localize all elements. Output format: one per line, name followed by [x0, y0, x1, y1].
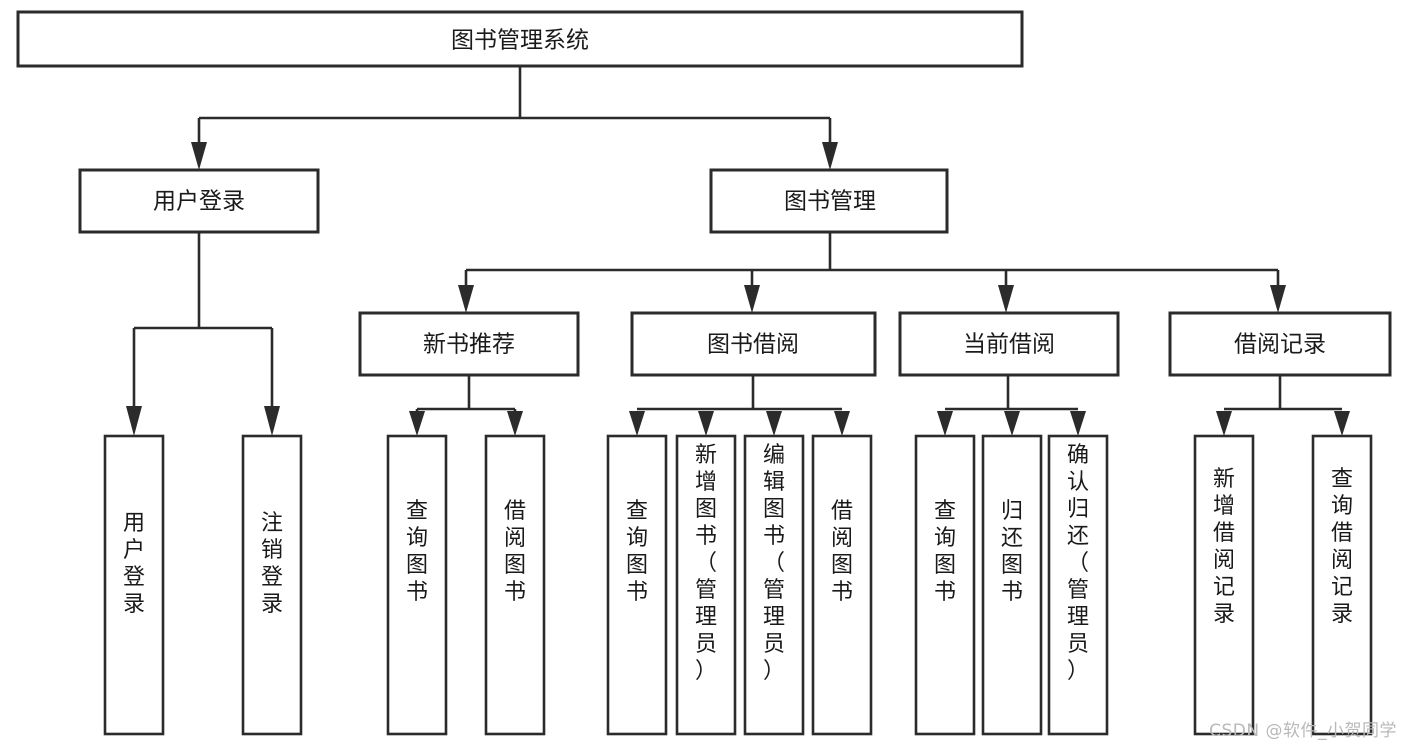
leaf-jyjl-query-record-label: 查询借阅记录 [1331, 467, 1353, 627]
leaf-tsjy-borrow-book-box[interactable] [811, 434, 873, 736]
leaf-tsjy-add-book-box[interactable] [675, 434, 737, 736]
leaf-jyjl-query-record[interactable]: 查询借阅记录 [1311, 434, 1373, 736]
arrow-tsjy-leaf-1 [629, 411, 645, 436]
leaf-nbr-query-book[interactable]: 查询图书 [386, 434, 448, 736]
arrow-to-borrow-record [1270, 285, 1286, 313]
leaf-nbr-borrow-book-box[interactable] [484, 434, 546, 736]
leaf-tsjy-query-book[interactable]: 查询图书 [606, 434, 668, 736]
leaf-tsjy-add-book[interactable]: 新增图书（管理员） [675, 434, 737, 736]
arrow-dqjy-leaf-2 [1004, 411, 1020, 436]
current-borrow-box[interactable] [898, 311, 1120, 377]
leaf-dqjy-query-book-label: 查询图书 [934, 499, 956, 605]
arrow-to-current-borrow [998, 285, 1014, 313]
leaf-dqjy-return-book-label: 归还图书 [1001, 499, 1023, 605]
leaf-dqjy-query-book-box[interactable] [914, 434, 976, 736]
leaf-nbr-query-book-label: 查询图书 [406, 499, 428, 605]
leaf-user-login[interactable]: 用户登录 [103, 434, 165, 736]
leaf-nbr-query-book-box[interactable] [386, 434, 448, 736]
leaf-tsjy-edit-book[interactable]: 编辑图书（管理员） [743, 434, 805, 736]
book-borrow-box[interactable] [630, 311, 877, 377]
root-box[interactable] [16, 10, 1024, 68]
arrow-tsjy-leaf-2 [698, 411, 714, 436]
user-login-label: 用户登录 [153, 189, 245, 215]
arrow-tsjy-leaf-4 [834, 411, 850, 436]
leaf-nbr-borrow-book-label: 借阅图书 [504, 499, 526, 605]
book-management-label: 图书管理 [784, 189, 876, 215]
arrow-jyjl-leaf-1 [1216, 411, 1232, 436]
leaf-tsjy-edit-book-label: 编辑图书（管理员） [763, 443, 785, 684]
node-new-book-recommend[interactable]: 新书推荐 [358, 311, 580, 377]
leaf-tsjy-borrow-book-label: 借阅图书 [831, 499, 853, 605]
leaf-dqjy-confirm-return[interactable]: 确认归还（管理员） [1047, 434, 1109, 736]
leaf-logout-label: 注销登录 [261, 511, 283, 617]
node-current-borrow[interactable]: 当前借阅 [898, 311, 1120, 377]
leaf-jyjl-add-record-label: 新增借阅记录 [1213, 467, 1235, 627]
leaf-nbr-borrow-book[interactable]: 借阅图书 [484, 434, 546, 736]
arrow-to-user-login [191, 142, 207, 170]
edges-layer [126, 66, 1350, 436]
leaf-tsjy-query-book-box[interactable] [606, 434, 668, 736]
borrow-record-box[interactable] [1168, 311, 1392, 377]
node-root[interactable]: 图书管理系统 [16, 10, 1024, 68]
leaf-jyjl-query-record-box[interactable] [1311, 434, 1373, 736]
leaf-tsjy-add-book-label: 新增图书（管理员） [695, 443, 717, 684]
node-book-management[interactable]: 图书管理 [709, 168, 949, 234]
leaf-tsjy-borrow-book[interactable]: 借阅图书 [811, 434, 873, 736]
node-book-borrow[interactable]: 图书借阅 [630, 311, 877, 377]
new-book-recommend-label: 新书推荐 [423, 332, 515, 358]
node-borrow-record[interactable]: 借阅记录 [1168, 311, 1392, 377]
leaf-jyjl-add-record[interactable]: 新增借阅记录 [1193, 434, 1255, 736]
book-management-box[interactable] [709, 168, 949, 234]
leaf-logout[interactable]: 注销登录 [241, 434, 303, 736]
csdn-watermark: CSDN @软件_小贺同学 [1209, 721, 1397, 741]
arrow-to-leaf-logout [264, 406, 280, 436]
leaf-jyjl-add-record-box[interactable] [1193, 434, 1255, 736]
node-user-login[interactable]: 用户登录 [78, 168, 320, 234]
leaf-tsjy-edit-book-box[interactable] [743, 434, 805, 736]
arrow-to-new-book-rec [458, 285, 474, 313]
leaf-user-login-box[interactable] [103, 434, 165, 736]
arrow-to-book-borrow [744, 285, 760, 313]
leaf-dqjy-confirm-return-label: 确认归还（管理员） [1067, 443, 1089, 684]
arrow-nbr-leaf-2 [507, 411, 523, 436]
root-label: 图书管理系统 [451, 28, 589, 54]
new-book-recommend-box[interactable] [358, 311, 580, 377]
user-login-box[interactable] [78, 168, 320, 234]
leaf-tsjy-query-book-label: 查询图书 [626, 499, 648, 605]
arrow-to-book-mgmt [822, 142, 838, 170]
leaf-dqjy-return-book-box[interactable] [981, 434, 1043, 736]
arrow-dqjy-leaf-3 [1070, 411, 1086, 436]
current-borrow-label: 当前借阅 [963, 332, 1055, 358]
book-borrow-label: 图书借阅 [707, 332, 799, 358]
leaf-dqjy-query-book[interactable]: 查询图书 [914, 434, 976, 736]
leaf-logout-box[interactable] [241, 434, 303, 736]
leaf-dqjy-confirm-return-box[interactable] [1047, 434, 1109, 736]
borrow-record-label: 借阅记录 [1234, 332, 1326, 358]
arrow-dqjy-leaf-1 [937, 411, 953, 436]
arrow-nbr-leaf-1 [409, 411, 425, 436]
arrow-tsjy-leaf-3 [766, 411, 782, 436]
arrow-to-leaf-user-login [126, 406, 142, 436]
leaf-dqjy-return-book[interactable]: 归还图书 [981, 434, 1043, 736]
leaf-user-login-label: 用户登录 [123, 511, 145, 617]
arrow-jyjl-leaf-2 [1334, 411, 1350, 436]
